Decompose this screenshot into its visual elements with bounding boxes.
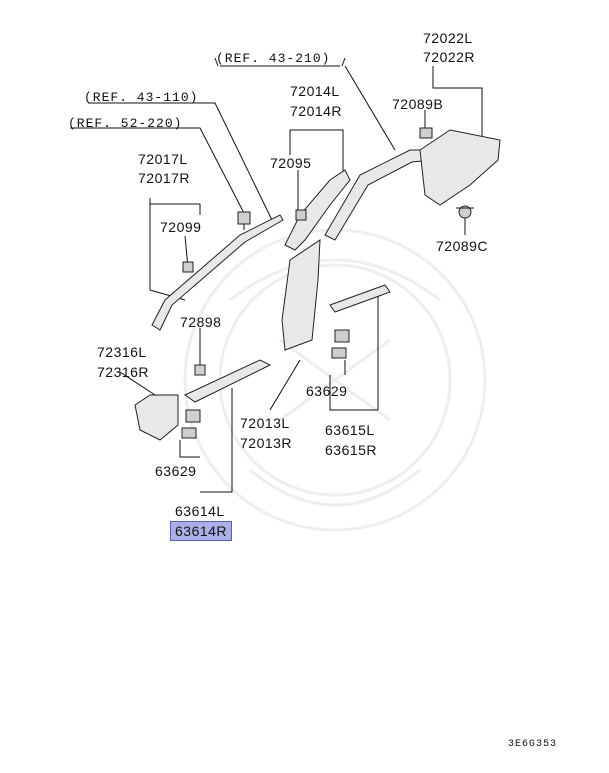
ref-43-110: (REF. 43-110) [84,90,199,105]
roof-side-rail [324,149,433,241]
part-63629-rear[interactable]: 63629 [306,383,348,399]
part-72014l[interactable]: 72014L [290,83,340,99]
part-63615l[interactable]: 63615L [325,422,375,438]
part-72017l[interactable]: 72017L [138,151,188,167]
part-72089b[interactable]: 72089B [392,96,444,112]
part-63615r[interactable]: 63615R [325,442,378,458]
part-72898[interactable]: 72898 [180,314,222,330]
a-pillar-trim [151,214,284,331]
part-72013r[interactable]: 72013R [240,435,293,451]
b-pillar-upper-trim [284,169,351,251]
ref-43-210: (REF. 43-210) [216,51,331,66]
part-72089c[interactable]: 72089C [436,238,489,254]
retainer-rear [331,347,347,359]
clip-72099 [237,211,251,230]
rear-scuff-plate [329,284,391,313]
cowl-side-cover [134,394,179,441]
part-72013l[interactable]: 72013L [240,415,290,431]
rear-quarter-trim [419,129,501,206]
clip-63629-front [185,409,201,423]
part-72316r[interactable]: 72316R [97,364,150,380]
part-72316l[interactable]: 72316L [97,344,147,360]
part-72095[interactable]: 72095 [270,155,312,171]
ref-52-220: (REF. 52-220) [68,116,183,131]
leader-lines [70,57,483,493]
part-63614l[interactable]: 63614L [175,503,225,519]
retainer-front [181,427,197,439]
clip-72095 [295,209,307,221]
part-63629-front[interactable]: 63629 [155,463,197,479]
front-scuff-plate [184,359,272,403]
clip-small-a [182,261,194,273]
clip-72089c [456,205,474,219]
part-72022l[interactable]: 72022L [423,30,473,46]
part-72017r[interactable]: 72017R [138,170,191,186]
clip-72898 [194,364,206,376]
part-63614r-highlighted[interactable]: 63614R [170,521,233,541]
clip-72089b [419,127,433,139]
part-72014r[interactable]: 72014R [290,103,343,119]
clip-63629-rear [334,329,350,343]
part-72022r[interactable]: 72022R [423,49,476,65]
part-72099[interactable]: 72099 [160,219,202,235]
diagram-code: 3E6G353 [507,739,557,750]
b-pillar-lower-trim [281,239,321,351]
